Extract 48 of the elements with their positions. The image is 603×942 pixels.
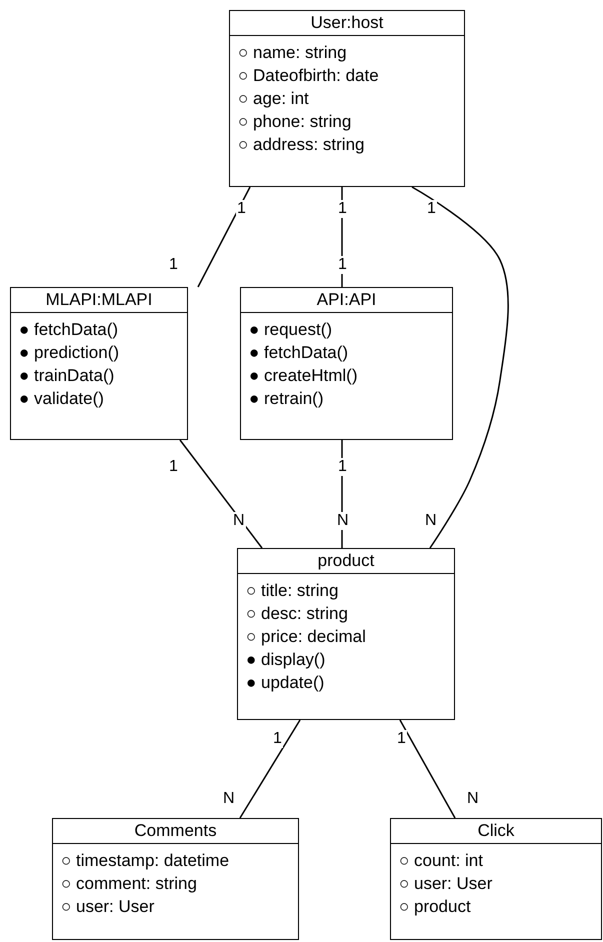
member-text: ○ Dateofbirth: date bbox=[238, 65, 379, 87]
member-text: ○ comment: string bbox=[61, 873, 197, 895]
object-box bbox=[10, 287, 188, 440]
object-name: MLAPI:MLAPI bbox=[11, 288, 187, 313]
member-text: ● display() bbox=[246, 649, 326, 671]
member-text: ○ phone: string bbox=[238, 111, 352, 133]
association-line bbox=[197, 186, 251, 288]
multiplicity-label: 1 bbox=[272, 730, 283, 748]
member-text: ○ address: string bbox=[238, 134, 364, 156]
association-line bbox=[239, 720, 301, 818]
member-text: ● update() bbox=[246, 672, 324, 694]
multiplicity-label: 1 bbox=[337, 256, 348, 274]
member-text: ○ name: string bbox=[238, 42, 347, 64]
member-text: ● fetchData() bbox=[19, 319, 118, 341]
multiplicity-label: N bbox=[336, 512, 350, 530]
member-text: ○ product bbox=[399, 896, 471, 918]
object-name: User:host bbox=[230, 11, 464, 36]
object-name: Click bbox=[391, 819, 601, 844]
member-text: ● validate() bbox=[19, 388, 104, 410]
object-box bbox=[240, 287, 453, 440]
member-text: ○ user: User bbox=[399, 873, 492, 895]
object-box bbox=[390, 818, 602, 940]
multiplicity-label: 1 bbox=[236, 200, 247, 218]
member-text: ○ count: int bbox=[399, 850, 483, 872]
member-text: ● request() bbox=[249, 319, 332, 341]
member-text: ● prediction() bbox=[19, 342, 120, 364]
multiplicity-label: N bbox=[232, 512, 246, 530]
object-box bbox=[52, 818, 299, 940]
member-text: ● retrain() bbox=[249, 388, 324, 410]
member-text: ○ user: User bbox=[61, 896, 154, 918]
member-text: ○ price: decimal bbox=[246, 626, 366, 648]
member-text: ○ title: string bbox=[246, 580, 338, 602]
multiplicity-label: 1 bbox=[337, 200, 348, 218]
multiplicity-label: 1 bbox=[337, 458, 348, 476]
object-name: Comments bbox=[53, 819, 298, 844]
association-line bbox=[412, 186, 509, 548]
association-line bbox=[179, 440, 263, 548]
member-text: ● createHtml() bbox=[249, 365, 358, 387]
member-text: ○ age: int bbox=[238, 88, 309, 110]
object-box bbox=[229, 10, 465, 187]
object-name: product bbox=[238, 549, 454, 574]
object-box bbox=[237, 548, 455, 720]
object-name: API:API bbox=[241, 288, 452, 313]
member-text: ● trainData() bbox=[19, 365, 114, 387]
member-text: ● fetchData() bbox=[249, 342, 348, 364]
member-text: ○ desc: string bbox=[246, 603, 348, 625]
member-text: ○ timestamp: datetime bbox=[61, 850, 230, 872]
association-line bbox=[399, 720, 456, 818]
